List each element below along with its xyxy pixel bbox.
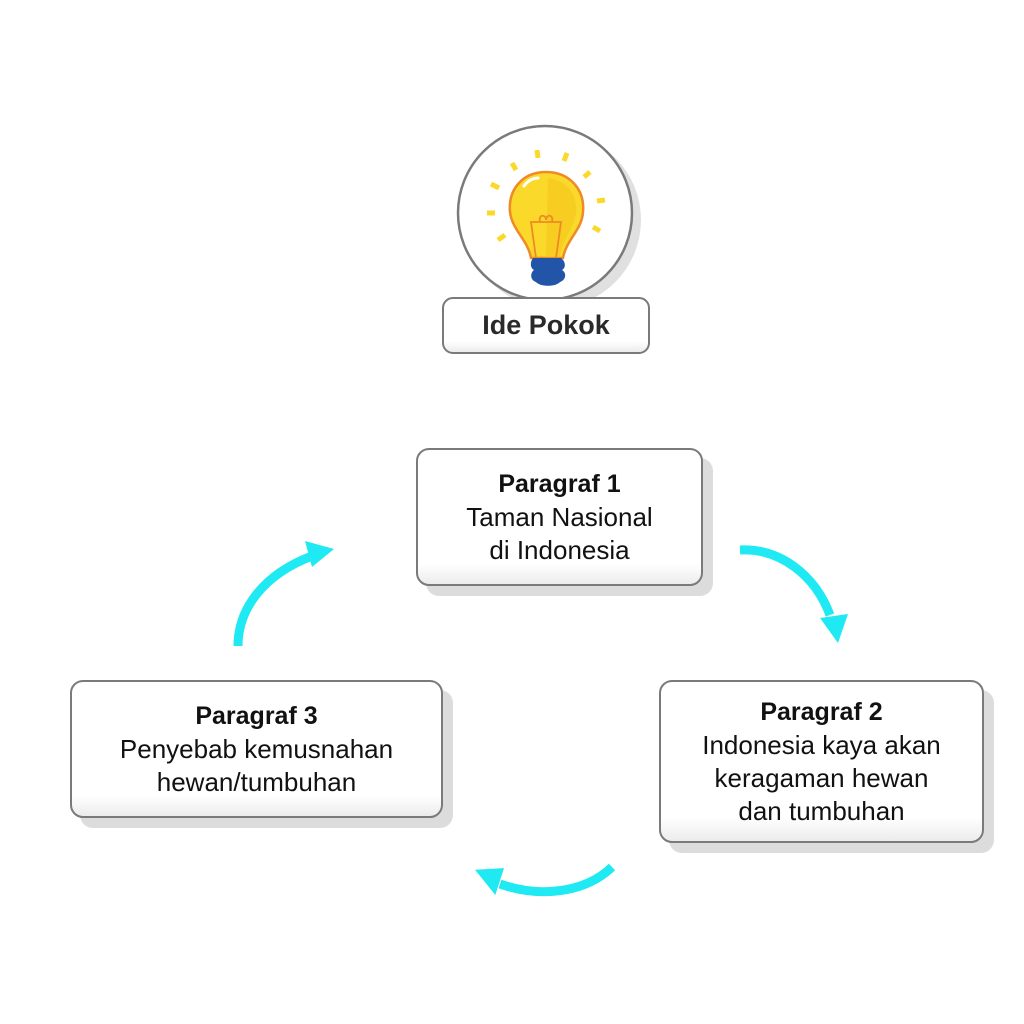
lightbulb-icon <box>487 149 606 286</box>
arrow-p2-to-p3 <box>475 863 616 897</box>
paragraph-title: Paragraf 1 <box>498 469 621 498</box>
paragraph-text: Indonesia kaya akan <box>702 729 941 760</box>
paragraph-text: hewan/tumbuhan <box>156 766 357 797</box>
paragraph-1-box: Paragraf 1 Taman Nasional di Indonesia <box>416 448 703 586</box>
paragraph-3-box: Paragraf 3 Penyebab kemusnahan hewan/tum… <box>70 680 443 818</box>
main-idea-label: Ide Pokok <box>442 297 650 354</box>
paragraph-2-box: Paragraf 2 Indonesia kaya akan keragaman… <box>659 680 984 843</box>
paragraph-text: di Indonesia <box>489 534 630 565</box>
arrow-p3-to-p1 <box>233 541 334 647</box>
paragraph-title: Paragraf 2 <box>760 697 883 726</box>
paragraph-text: dan tumbuhan <box>738 795 905 826</box>
paragraph-text: keragaman hewan <box>714 762 929 793</box>
paragraph-text: Taman Nasional <box>466 501 653 532</box>
paragraph-title: Paragraf 3 <box>195 701 318 730</box>
arrow-p1-to-p2 <box>739 545 848 643</box>
paragraph-text: Penyebab kemusnahan <box>119 733 394 764</box>
